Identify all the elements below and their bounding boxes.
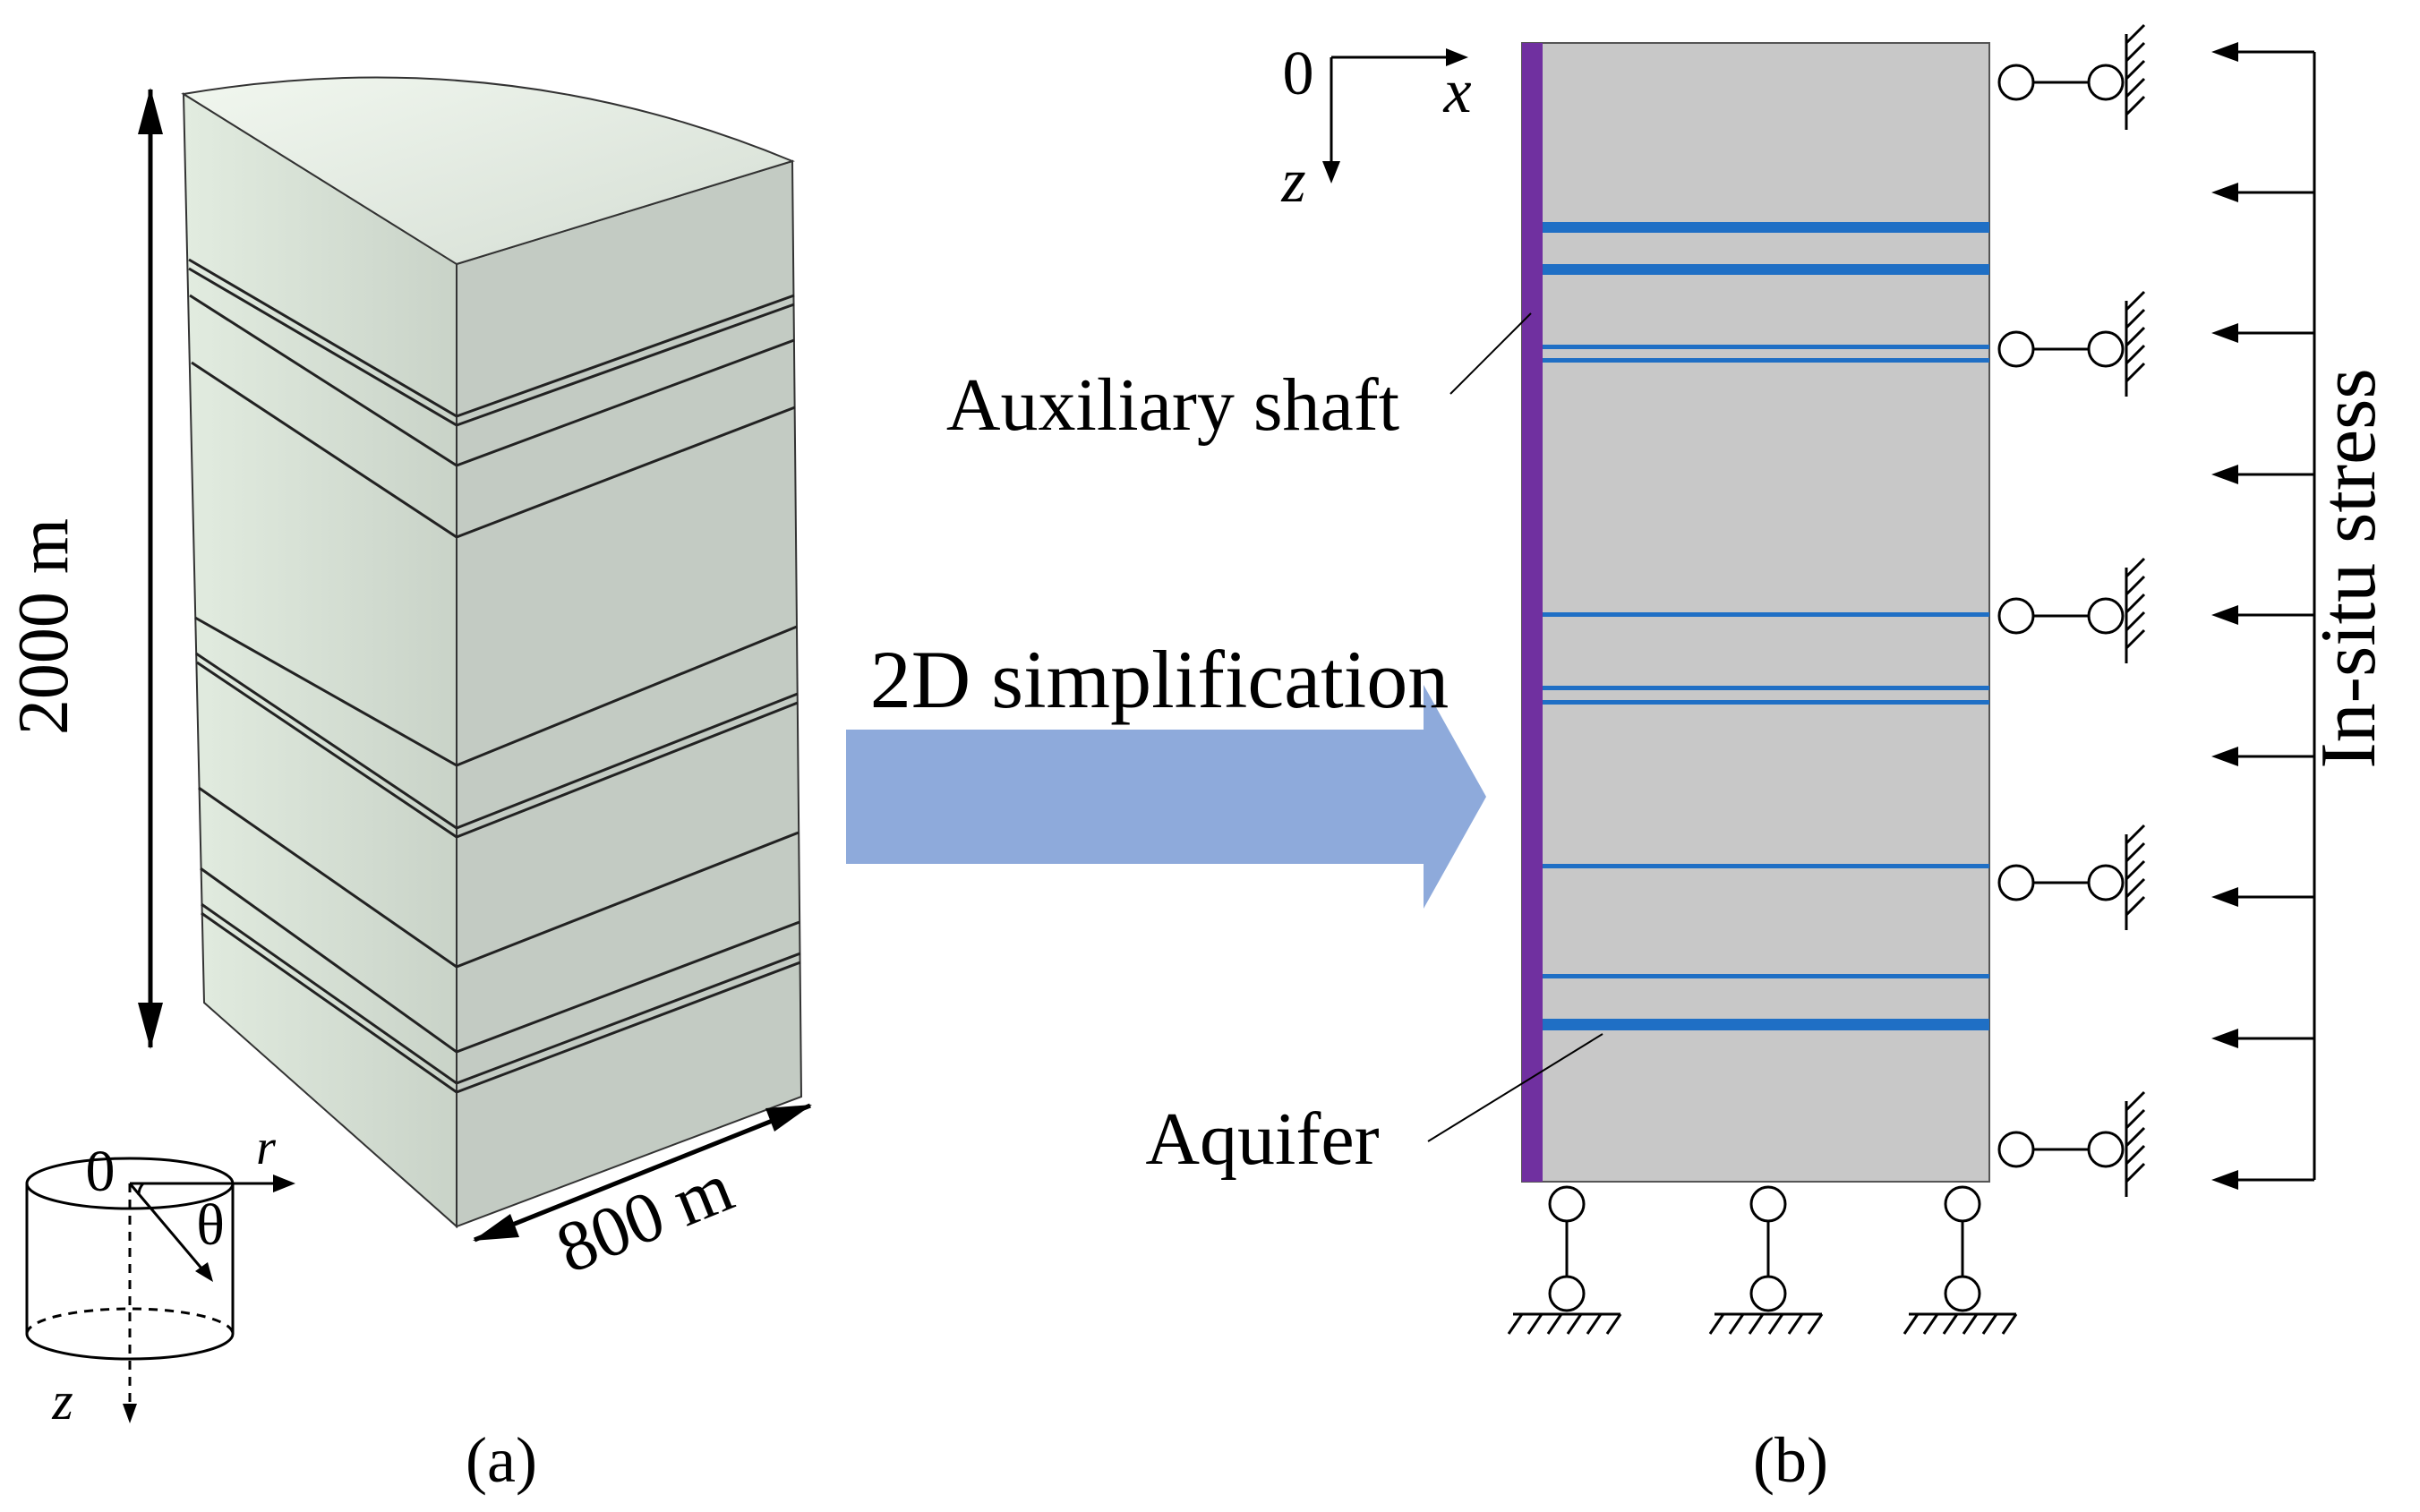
width-arrow-head-right (765, 1105, 812, 1132)
aquifer-leader-line (1427, 1033, 1603, 1142)
width-arrow-head-left (473, 1214, 519, 1241)
roller-support (1903, 1185, 2018, 1335)
strata-lines-left (188, 258, 457, 1094)
panel-b: 0 x z Auxiliary shaft Aquifer (946, 23, 2392, 1496)
roller-support (1997, 290, 2146, 397)
strata-lines-front (456, 294, 801, 1094)
caption-a: (a) (466, 1424, 537, 1496)
stress-arrow-heads (2211, 42, 2238, 1190)
aquifer-band (1543, 974, 1989, 978)
width-dimension-arrow (474, 1103, 811, 1243)
block-top-face (181, 76, 795, 266)
height-arrow-head-bottom (138, 1003, 163, 1049)
roller-support (1708, 1185, 1824, 1335)
aquifer-band (1543, 1019, 1989, 1030)
aquifer-band (1543, 264, 1989, 275)
caption-b: (b) (1753, 1424, 1828, 1496)
stress-label: In-situ stress (2305, 368, 2392, 768)
z-axis-arrow-head-b (1322, 161, 1340, 184)
bottom-roller-supports (1507, 1185, 2018, 1335)
simplification-label: 2D simplification (870, 634, 1449, 725)
auxiliary-shaft (1522, 43, 1543, 1182)
roller-support (1997, 557, 2146, 663)
z-axis-label: z (1280, 147, 1305, 216)
height-label: 2000 m (4, 518, 83, 735)
roller-support (1997, 824, 2146, 930)
z-axis-arrow-head (123, 1404, 137, 1423)
aquifer-band (1543, 345, 1989, 349)
axes-origin-label: 0 (1283, 39, 1314, 108)
aquifer-band (1543, 686, 1989, 690)
right-roller-supports (1997, 23, 2146, 1197)
shaft-label: Auxiliary shaft (946, 363, 1399, 447)
aquifer-band (1543, 358, 1989, 363)
block-left-face (182, 92, 457, 1229)
aquifer-label: Aquifer (1145, 1098, 1379, 1181)
aquifer-band (1543, 700, 1989, 705)
shaft-leader-line (1449, 312, 1532, 395)
roller-support (1997, 1090, 2146, 1197)
aquifer-bands (1543, 222, 1989, 1030)
cyl-theta-label: θ (196, 1192, 225, 1258)
simplification-arrow: 2D simplification (846, 634, 1486, 909)
cyl-r-label: r (256, 1120, 276, 1175)
panel-a: 2000 m 800 m 0 r θ z (a) (4, 76, 812, 1496)
theta-radius-arrow-head (195, 1262, 213, 1282)
roller-support (1507, 1185, 1622, 1335)
cylinder-coordinate-icon (25, 1157, 286, 1410)
big-blue-arrow (846, 685, 1486, 909)
in-situ-stress-load (2229, 50, 2316, 1182)
aquifer-band (1543, 612, 1989, 617)
r-axis-arrow-head (273, 1175, 295, 1192)
x-axis-arrow-head (1446, 48, 1468, 66)
roller-support (1997, 23, 2146, 130)
height-arrow-head-top (138, 88, 163, 134)
cyl-origin-label: 0 (86, 1139, 115, 1204)
aquifer-band (1543, 864, 1989, 868)
aquifer-band (1543, 222, 1989, 233)
cyl-z-label: z (51, 1371, 73, 1431)
x-axis-label: x (1442, 57, 1471, 126)
